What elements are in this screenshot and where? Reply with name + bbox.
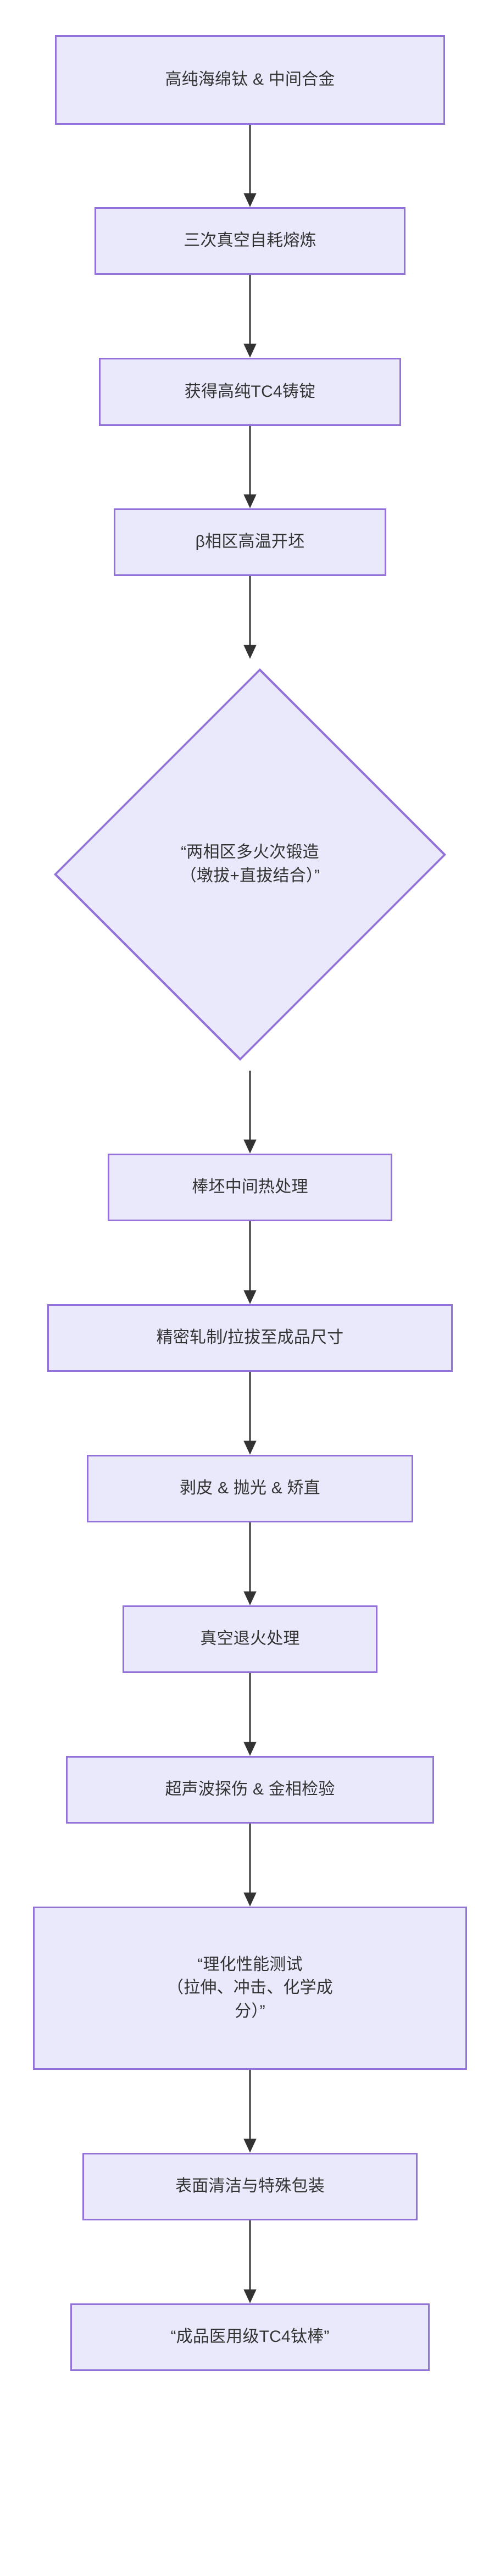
node-label: 获得高纯TC4铸锭 <box>184 382 316 401</box>
node-physicochemical-testing[interactable]: “理化性能测试 （拉伸、冲击、化学成 分）” <box>33 1907 467 2070</box>
node-beta-cogging[interactable]: β相区高温开坯 <box>114 508 386 576</box>
node-label: 高纯海绵钛 & 中间合金 <box>165 70 335 89</box>
node-label: β相区高温开坯 <box>195 533 305 551</box>
node-peeling-polishing-straightening[interactable]: 剥皮 & 抛光 & 矫直 <box>87 1455 413 1522</box>
node-label: 表面清洁与特殊包装 <box>175 2177 325 2196</box>
node-intermediate-heat-treatment[interactable]: 棒坯中间热处理 <box>108 1154 392 1221</box>
node-label: 剥皮 & 抛光 & 矫直 <box>180 1479 320 1498</box>
node-label: 真空退火处理 <box>200 1630 300 1648</box>
node-tc4-ingot[interactable]: 获得高纯TC4铸锭 <box>99 358 401 426</box>
node-vacuum-melting[interactable]: 三次真空自耗熔炼 <box>95 207 405 275</box>
node-precision-rolling-drawing[interactable]: 精密轧制/拉拔至成品尺寸 <box>47 1304 453 1372</box>
node-label: “两相区多火次锻造 （墩拔+直拔结合）” <box>180 843 320 885</box>
node-label: 三次真空自耗熔炼 <box>184 231 316 250</box>
node-finished-medical-tc4-bar[interactable]: “成品医用级TC4钛棒” <box>70 2303 430 2371</box>
node-vacuum-annealing[interactable]: 真空退火处理 <box>123 1605 377 1673</box>
node-raw-material[interactable]: 高纯海绵钛 & 中间合金 <box>55 35 445 125</box>
node-label: “理化性能测试 （拉伸、冲击、化学成 分）” <box>167 1955 333 2020</box>
node-label: “成品医用级TC4钛棒” <box>170 2328 330 2346</box>
node-label: 超声波探伤 & 金相检验 <box>165 1780 335 1799</box>
node-two-phase-forging[interactable]: “两相区多火次锻造 （墩拔+直拔结合）” <box>53 658 446 1071</box>
node-label: 精密轧制/拉拔至成品尺寸 <box>156 1328 344 1347</box>
node-label: 棒坯中间热处理 <box>192 1178 308 1196</box>
node-ultrasonic-metallographic-inspection[interactable]: 超声波探伤 & 金相检验 <box>66 1756 434 1824</box>
node-surface-cleaning-packaging[interactable]: 表面清洁与特殊包装 <box>82 2153 418 2220</box>
